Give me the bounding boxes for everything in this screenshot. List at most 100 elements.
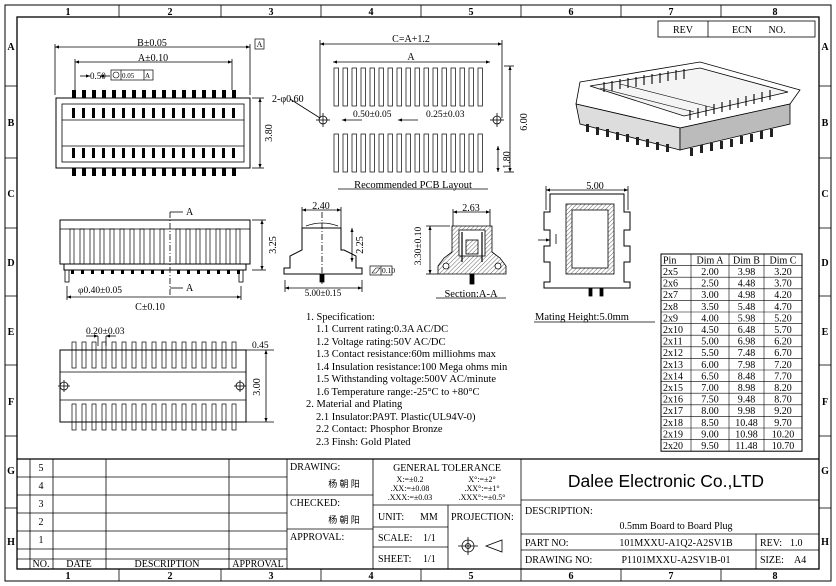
top-view-pins: [72, 90, 236, 176]
dimension-table-cell: 3.70: [774, 279, 792, 290]
dimension-table-cell: 6.00: [701, 360, 719, 371]
row-label: H: [7, 537, 15, 548]
dimension-table-cell: 2x18: [663, 418, 683, 429]
drawing-frame: [4, 4, 832, 582]
projection-label: PROJECTION:: [451, 512, 514, 523]
dimension-table-cell: 10.20: [772, 429, 795, 440]
row-label: F: [8, 397, 14, 408]
scale-label: SCALE:: [378, 533, 412, 544]
side-view: [283, 207, 393, 292]
row-label: H: [821, 537, 829, 548]
base-width-label: 5.00±0.15: [305, 288, 342, 298]
dimension-table-cell: 4.48: [738, 279, 756, 290]
revision-rows: 5 4 3 2 1 NO. DATE DESCRIPTION APPROVAL: [33, 463, 284, 570]
row-label: D: [7, 258, 14, 269]
general-tolerance: GENERAL TOLERANCE X:=±0.2 .XX:=±0.08 .XX…: [378, 463, 514, 565]
rev-row-number: 2: [39, 517, 44, 528]
dimension-table-cell: 5.70: [774, 325, 792, 336]
col-approval-header: APPROVAL: [232, 559, 284, 570]
section-height-label: 3.30±0.10: [414, 227, 424, 266]
pcb-layout: [289, 40, 514, 190]
row-label: G: [7, 466, 15, 477]
company-block: Dalee Electronic Co.,LTD DESCRIPTION: 0.…: [525, 471, 806, 566]
flatness-label: 0.50: [90, 71, 106, 81]
spec-line: 2.3 Finsh: Gold Plated: [316, 437, 411, 448]
dimension-table-cell: 5.48: [738, 302, 756, 313]
dimension-table-cell: 8.48: [738, 371, 756, 382]
dimension-table-cell: 4.20: [774, 290, 792, 301]
pcb-layout-pads: [333, 67, 483, 173]
pcb-layout-caption: Recommended PCB Layout: [354, 180, 472, 191]
dimension-table-cell: 2x6: [663, 279, 678, 290]
dimension-table-grid: [660, 253, 803, 452]
col-label: 8: [773, 571, 778, 582]
title-block-signatures: DRAWING: 杨 朝 阳 CHECKED: 杨 朝 阳 APPROVAL:: [290, 462, 360, 543]
dimension-table-cell: 4.50: [701, 325, 719, 336]
front-view-tails: [71, 270, 240, 274]
rev-row-number: 3: [39, 499, 44, 510]
dimension-table-cell: 2x16: [663, 395, 683, 406]
side-view-labels: 2.40 2.25 0.10 5.00±0.15: [305, 201, 396, 298]
dimension-table-header: Dim C: [770, 255, 797, 266]
frame-column-labels: 1 2 3 4 5 6 7 8 1 2 3 4 5 6 7 8: [66, 7, 778, 582]
dimension-table-cell: 11.48: [735, 441, 757, 452]
dimension-table-cell: 2x19: [663, 429, 683, 440]
spec-line: 1.1 Current rating:0.3A AC/DC: [316, 324, 448, 335]
section-caption: Section:A-A: [444, 289, 497, 300]
dimension-table-cell: 2x12: [663, 348, 683, 359]
company-name: Dalee Electronic Co.,LTD: [568, 471, 764, 491]
dimension-table-cell: 9.48: [738, 395, 756, 406]
dimension-table-cell: 7.00: [701, 383, 719, 394]
col-label: 5: [469, 571, 474, 582]
dimension-table-cell: 8.50: [701, 418, 719, 429]
size-label: SIZE:: [760, 555, 784, 566]
revision-block: REV ECN NO.: [657, 20, 816, 38]
description-label: DESCRIPTION:: [525, 506, 593, 517]
dimension-table-cell: 2x15: [663, 383, 683, 394]
unit-value: MM: [420, 512, 438, 523]
title-block: [17, 458, 819, 569]
col-label: 1: [66, 571, 71, 582]
description-value: 0.5mm Board to Board Plug: [619, 521, 732, 532]
ecn-no-header: NO.: [769, 25, 786, 36]
dimension-table-cell: 2x8: [663, 302, 678, 313]
dimension-table-cell: 10.48: [735, 418, 758, 429]
row-label: C: [7, 189, 14, 200]
spec-line: 2. Material and Plating: [306, 399, 403, 410]
bottom-height-label: 3.00: [252, 378, 263, 396]
col-label: 4: [369, 7, 374, 18]
spec-line: 1.6 Temperature range:-25°C to +80°C: [316, 387, 480, 398]
dimension-table-cell: 2x20: [663, 441, 683, 452]
dimension-table-header: Pin: [663, 255, 676, 266]
pad-length-label: 1.80: [502, 151, 513, 169]
size-value: A4: [794, 555, 806, 566]
dimension-table-cell: 9.00: [701, 429, 719, 440]
row-label: A: [7, 42, 15, 53]
dimension-table-cell: 3.50: [701, 302, 719, 313]
dimension-table-cell: 4.00: [701, 313, 719, 324]
dimension-table-cell: 2x11: [663, 337, 683, 348]
bottom-view-labels: 0.20±0.03 0.45 3.00: [86, 327, 269, 396]
dimension-table-header: Dim B: [733, 255, 760, 266]
section-width-label: 2.63: [462, 203, 480, 214]
checked-label: CHECKED:: [290, 498, 340, 509]
dimension-table-cell: 4.70: [774, 302, 792, 313]
top-view-labels: B±0.05 A A±0.10 0.50 0.05 A 3.80: [90, 38, 275, 142]
flatness-value: 0.10: [382, 266, 395, 275]
col-label: 6: [569, 571, 574, 582]
approval-label: APPROVAL:: [290, 532, 344, 543]
dimension-table-cell: 4.98: [738, 290, 756, 301]
tol-angle-2: .XX°:=±1°: [464, 484, 499, 493]
pcb-height-label: 6.00: [519, 113, 530, 131]
dimension-table-cell: 9.20: [774, 406, 792, 417]
dimension-table-cell: 3.00: [701, 290, 719, 301]
section-marker-top: A: [186, 207, 194, 218]
dimension-table-cell: 2.50: [701, 279, 719, 290]
rev-row-number: 4: [39, 481, 44, 492]
tolerance-frame-value: 0.05: [122, 72, 135, 80]
row-label: C: [821, 189, 828, 200]
dimension-table-cell: 5.20: [774, 313, 792, 324]
dimension-table-cell: 2x14: [663, 371, 683, 382]
